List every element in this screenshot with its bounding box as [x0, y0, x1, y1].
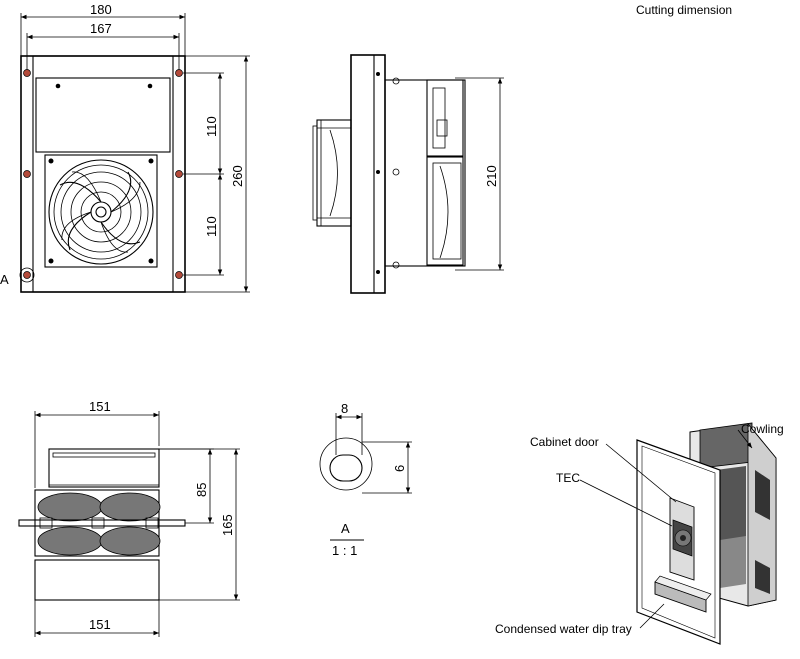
- dim-height-165: 165: [220, 514, 235, 536]
- detail-a: 8 6 A 1 : 1: [319, 401, 412, 558]
- dim-height-85: 85: [194, 483, 209, 497]
- detail-title: A: [341, 521, 350, 536]
- dim-width-151-bottom: 151: [89, 617, 111, 632]
- dim-height-110-upper: 110: [204, 116, 219, 137]
- label-tec: TEC: [556, 471, 580, 485]
- bottom-view: 151 151 85 165: [18, 399, 240, 637]
- dim-slot-6: 6: [392, 465, 407, 472]
- cutting-dimension-label: Cutting dimension: [636, 3, 732, 17]
- side-view: 210: [312, 54, 504, 294]
- assembly-view: Cabinet door Cowling TEC Condensed water…: [495, 422, 784, 645]
- side-flange: [350, 54, 386, 294]
- detail-circle: [319, 437, 373, 491]
- bottom-flange: [18, 519, 186, 527]
- mounting-holes: [19, 69, 183, 283]
- dim-width-151-top: 151: [89, 399, 111, 414]
- front-inner-frame: [32, 55, 174, 293]
- dim-width-180: 180: [90, 2, 112, 17]
- front-flange: [20, 55, 186, 293]
- heatsink-fins: [37, 492, 161, 556]
- front-upper-box: [35, 77, 171, 153]
- dim-height-110-lower: 110: [204, 216, 219, 237]
- side-body: [384, 79, 466, 267]
- front-view: A 180 167 110 110 260: [0, 2, 250, 293]
- dim-height-260: 260: [230, 165, 245, 187]
- detail-scale: 1 : 1: [332, 543, 357, 558]
- label-dip-tray: Condensed water dip tray: [495, 622, 632, 636]
- dim-height-210: 210: [484, 165, 499, 187]
- dim-slot-8: 8: [341, 401, 348, 416]
- dim-width-167: 167: [90, 21, 112, 36]
- detail-marker-a: A: [0, 272, 9, 287]
- label-cabinet-door: Cabinet door: [530, 435, 599, 449]
- bottom-lower-box: [34, 559, 160, 601]
- fan-icon: [48, 158, 154, 265]
- detail-slot: [329, 454, 363, 482]
- bottom-fan-top: [48, 448, 160, 488]
- front-fan-box: [44, 154, 158, 268]
- label-cowling: Cowling: [741, 422, 784, 436]
- tec-unit: [669, 497, 695, 581]
- bottom-heatsink: [34, 489, 160, 557]
